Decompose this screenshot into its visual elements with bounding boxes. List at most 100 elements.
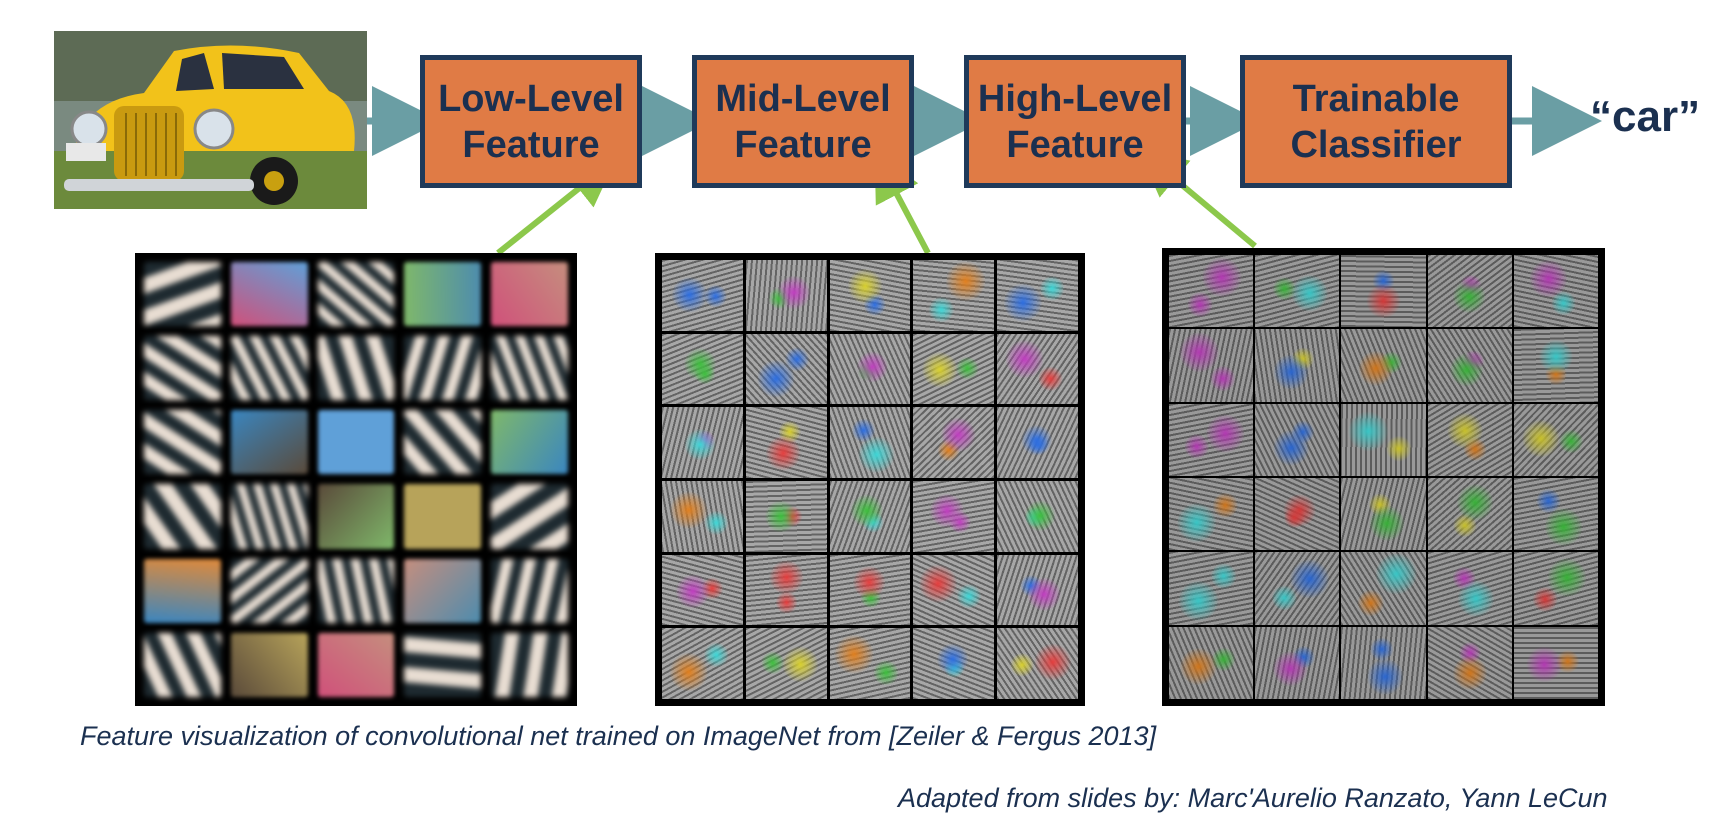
feature-tile [404,336,482,401]
feature-tile [491,484,568,549]
feature-tile [317,484,395,549]
stage-label-line1: Mid-Level [715,77,891,120]
feature-tile [230,484,308,549]
figure-caption: Feature visualization of convolutional n… [80,721,1157,751]
feature-tile [1341,478,1426,551]
feature-tile [997,333,1078,405]
feature-tile [662,480,743,552]
feature-tile [913,407,995,478]
feature-tile [230,262,308,327]
stage-label-line1: Low-Level [438,77,624,120]
feature-tile [1341,329,1426,402]
stage-high-level-feature: High-Level Feature [964,55,1186,188]
feature-tile [1427,478,1512,551]
credit-caption: Adapted from slides by: Marc'Aurelio Ran… [898,783,1608,813]
feature-tile [1341,403,1426,476]
feature-tile [1255,255,1340,328]
feature-tile [913,260,995,331]
input-car-image [54,31,367,209]
feature-tile [997,628,1078,699]
feature-tile [1255,403,1340,476]
feature-tile [1513,329,1598,402]
feature-tile [1169,403,1254,476]
feature-tile [829,407,911,478]
feature-tile [829,333,911,405]
feature-tile [491,632,568,697]
feature-tile [144,262,221,327]
feature-tile [317,632,395,697]
feature-tile [491,262,568,327]
feature-tile [1513,478,1598,551]
feature-tile [404,632,482,697]
feature-tile [829,480,911,552]
feature-tile [1255,552,1340,625]
feature-tile [829,628,911,699]
feature-tile [1427,329,1512,402]
feature-tile [1513,255,1598,328]
feature-tile [1513,403,1598,476]
feature-tile [745,628,827,699]
feature-tile [913,333,995,405]
feature-tile [1427,626,1512,699]
feature-tile [230,632,308,697]
feature-tile [745,480,827,552]
feature-tile [662,407,743,478]
feature-tile [491,336,568,401]
feature-tile [1513,626,1598,699]
feature-tile [404,484,482,549]
feature-tile [662,554,743,626]
feature-tile [230,410,308,475]
stage-low-level-feature: Low-Level Feature [420,55,642,188]
feature-tile [317,558,395,623]
feature-tile [1427,403,1512,476]
stage-label-line2: Feature [734,123,872,166]
feature-tile [230,558,308,623]
feature-tile [1169,552,1254,625]
feature-tile [404,558,482,623]
feature-tile [230,336,308,401]
output-class-label: “car” [1590,92,1701,141]
feature-tile [1169,478,1254,551]
car-photo-drawing [54,31,367,209]
feature-tile [1341,255,1426,328]
feature-tile [144,336,221,401]
feature-tile [317,336,395,401]
stage-label-line2: Classifier [1290,123,1462,166]
feature-tile [1255,329,1340,402]
feature-tile [997,480,1078,552]
stage-label-line2: Feature [1006,123,1144,166]
feature-tile [1169,626,1254,699]
feature-tile [491,410,568,475]
feature-tile [662,333,743,405]
feature-tile [1513,552,1598,625]
feature-tile [491,558,568,623]
feature-tile [745,260,827,331]
stage-label-line1: High-Level [977,77,1173,120]
feature-tile [1169,255,1254,328]
feature-tile [745,554,827,626]
feature-tile [317,262,395,327]
feature-tile [913,628,995,699]
feature-tile [144,558,221,623]
feature-tile [829,554,911,626]
feature-tile [1255,478,1340,551]
feature-tile [404,410,482,475]
feature-tile [997,260,1078,331]
feature-tile [1341,552,1426,625]
stage-label-line2: Feature [462,123,600,166]
feature-tile [1341,626,1426,699]
feature-tile [662,628,743,699]
stage-trainable-classifier: Trainable Classifier [1240,55,1512,188]
feature-tile [662,260,743,331]
feature-tile [144,410,221,475]
feature-tile [1427,552,1512,625]
feature-tile [913,554,995,626]
high-level-features-panel [1162,248,1605,706]
feature-tile [997,554,1078,626]
feature-tile [144,484,221,549]
feature-tile [745,333,827,405]
low-level-filters-panel [135,253,577,706]
mid-level-features-panel [655,253,1085,706]
feature-tile [1427,255,1512,328]
feature-tile [404,262,482,327]
